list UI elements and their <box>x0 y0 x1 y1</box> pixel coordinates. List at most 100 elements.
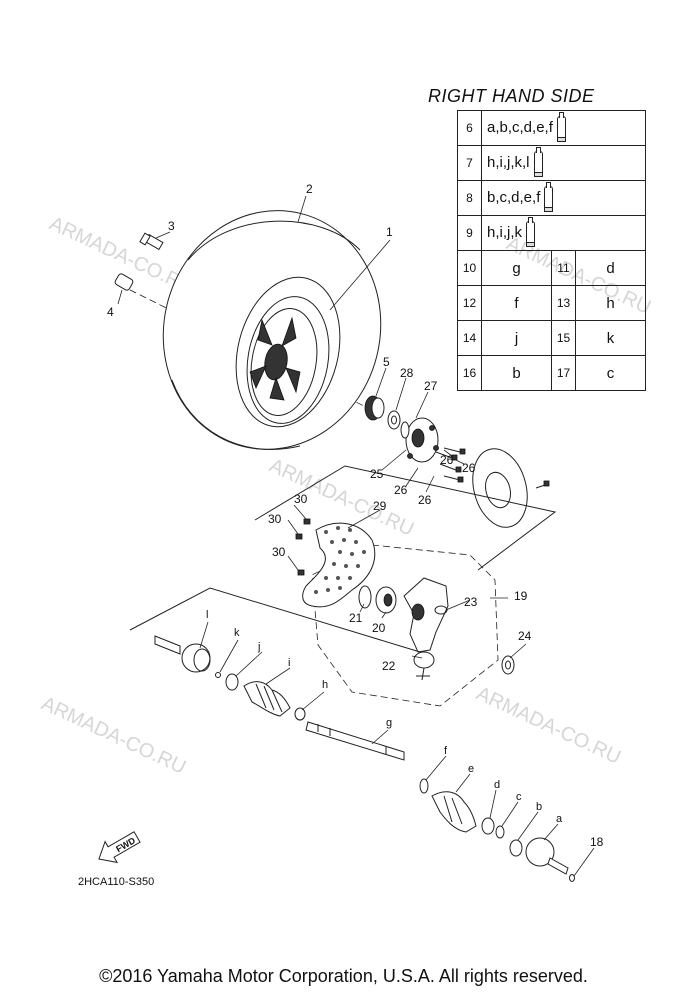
inner-band-part <box>294 707 306 721</box>
callout-30: 30 <box>294 492 308 506</box>
o-ring-part <box>569 874 575 882</box>
legend-num: 17 <box>551 355 576 391</box>
callout-26: 26 <box>394 483 408 497</box>
callout-23: 23 <box>464 595 478 609</box>
circlip-part <box>358 585 372 609</box>
callout-4: 4 <box>107 305 114 319</box>
legend-row: 8 b,c,d,e,f <box>457 180 646 216</box>
legend-value-text: h,i,j,k <box>487 223 523 241</box>
legend-row: 9 h,i,j,k <box>457 215 646 251</box>
valve-stem-part <box>139 232 164 251</box>
callout-i: i <box>288 657 290 669</box>
legend-row: 6 a,b,c,d,e,f <box>457 110 646 146</box>
legend-value: a,b,c,d,e,f <box>481 110 646 146</box>
legend-value: f <box>481 285 552 321</box>
hub-bolts-part <box>435 447 466 483</box>
legend-row: 12 f 13 h <box>457 285 646 321</box>
leader-lines <box>117 195 595 877</box>
callout-29: 29 <box>373 499 387 513</box>
callout-26: 26 <box>418 493 432 507</box>
nut-part <box>501 655 515 675</box>
legend-value: b,c,d,e,f <box>481 180 646 216</box>
ball-joint-part <box>413 651 435 681</box>
legend-num: 7 <box>457 145 482 181</box>
legend-num: 14 <box>457 320 482 356</box>
legend-row: 16 b 17 c <box>457 355 646 391</box>
legend-value: c <box>575 355 646 391</box>
callout-a: a <box>556 813 563 825</box>
callout-3: 3 <box>168 219 175 233</box>
valve-cap-part <box>114 273 134 291</box>
legend-value: h,i,j,k,l <box>481 145 646 181</box>
guard-screws-part <box>295 518 311 576</box>
callout-2: 2 <box>306 182 313 196</box>
legend-value: j <box>481 320 552 356</box>
callout-24: 24 <box>518 629 532 643</box>
constant-velocity-joint-inner-part <box>525 837 569 875</box>
inner-boot-part <box>431 791 477 833</box>
callout-1: 1 <box>386 225 393 239</box>
watermark: ARMADA-CO.RU <box>473 683 624 769</box>
grease-tube-icon <box>533 147 543 177</box>
legend-value: b <box>481 355 552 391</box>
grease-tube-icon <box>556 112 566 142</box>
legend-row: 10 g 11 d <box>457 250 646 286</box>
callout-27: 27 <box>424 379 438 393</box>
driveshaft-plane-outline <box>129 587 421 653</box>
callout-g: g <box>386 717 392 729</box>
callout-26: 26 <box>462 461 476 475</box>
knuckle-assembly-dashed-box <box>311 544 499 707</box>
legend-num: 8 <box>457 180 482 216</box>
steering-knuckle-part <box>403 577 449 653</box>
hub-part <box>400 417 439 463</box>
legend-num: 16 <box>457 355 482 391</box>
wheel-hub-nut-part <box>364 395 385 421</box>
legend-value-text: a,b,c,d,e,f <box>487 118 553 136</box>
bearing-part <box>375 586 397 614</box>
callout-19: 19 <box>514 589 528 603</box>
callout-25: 25 <box>370 467 384 481</box>
callout-c: c <box>516 791 522 803</box>
callout-22: 22 <box>382 659 396 673</box>
legend-row: 14 j 15 k <box>457 320 646 356</box>
brake-guard-part <box>302 522 376 608</box>
part-callouts: 1 2 3 4 5 28 27 25 26 26 26 26 29 30 30 … <box>107 182 604 849</box>
legend-title: RIGHT HAND SIDE <box>428 86 595 106</box>
legend-num: 10 <box>457 250 482 286</box>
legend-value: h,i,j,k <box>481 215 646 251</box>
callout-30: 30 <box>272 545 286 559</box>
legend-num: 13 <box>551 285 576 321</box>
callout-28: 28 <box>400 366 414 380</box>
callout-21: 21 <box>349 611 363 625</box>
copyright-notice: ©2016 Yamaha Motor Corporation, U.S.A. A… <box>99 966 588 986</box>
watermark: ARMADA-CO.RU <box>38 693 189 779</box>
knuckle-plane-outline <box>254 465 557 571</box>
drive-shaft-part <box>305 721 405 761</box>
small-clip-part <box>215 672 221 678</box>
wheel-rim-part <box>246 296 330 424</box>
grease-tube-icon <box>526 217 536 247</box>
diagram-reference-code: 2HCA110-S350 <box>78 876 154 888</box>
forward-arrow-icon: FWD <box>98 831 141 864</box>
inner-boot-band-part <box>481 817 495 835</box>
circlip-b-part <box>509 839 523 857</box>
callout-k: k <box>234 627 240 639</box>
callout-20: 20 <box>372 621 386 635</box>
legend-value: d <box>575 250 646 286</box>
legend-num: 15 <box>551 320 576 356</box>
letter-callouts: l k j i h g f e d c b a <box>206 609 563 825</box>
legend-row: 7 h,i,j,k,l <box>457 145 646 181</box>
callout-30: 30 <box>268 512 282 526</box>
shaft-clip-part <box>419 778 429 794</box>
callout-e: e <box>468 763 474 775</box>
boot-part <box>243 681 291 717</box>
legend-value-text: b,c,d,e,f <box>487 188 541 206</box>
washer-part <box>387 410 401 430</box>
circlip-c-part <box>495 825 505 839</box>
legend-num: 6 <box>457 110 482 146</box>
callout-d: d <box>494 779 500 791</box>
callout-f: f <box>444 745 448 757</box>
legend-num: 12 <box>457 285 482 321</box>
callout-l: l <box>206 609 208 621</box>
